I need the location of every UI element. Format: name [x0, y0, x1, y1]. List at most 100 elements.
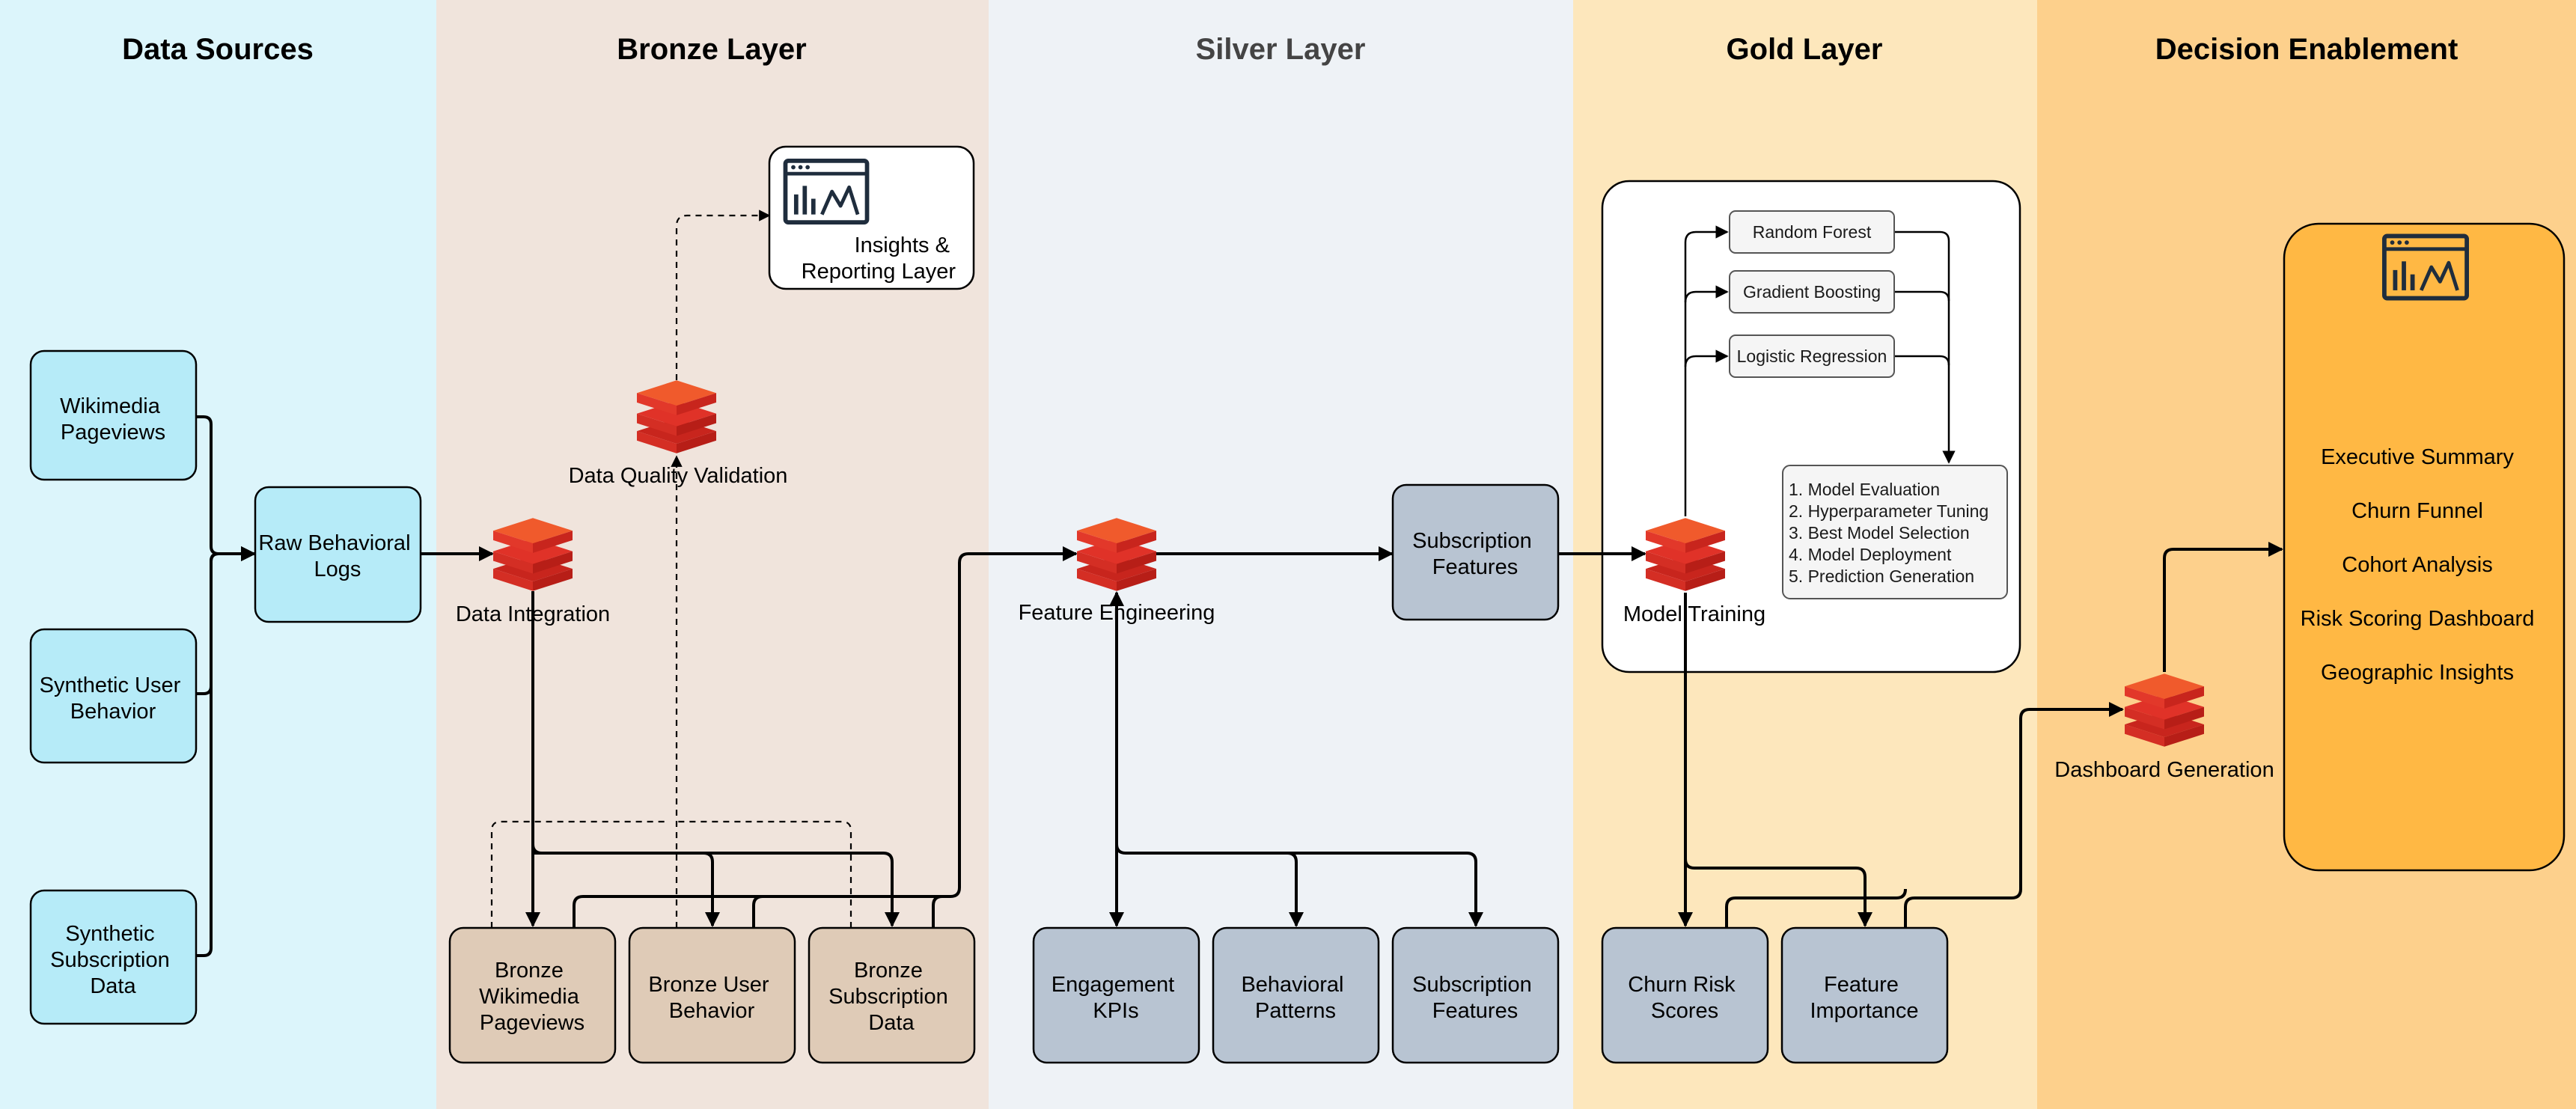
node-label: Subscription [1412, 973, 1532, 997]
svg-text:Subscription Features: Subscription Features [1412, 973, 1538, 1023]
svg-text:Wikimedia Pageviews: Wikimedia Pageviews [60, 394, 166, 444]
node-insights-reporting-layer[interactable]: Insights & Reporting Layer [768, 145, 975, 290]
svg-text:Feature Importance: Feature Importance [1810, 973, 1918, 1023]
step-item: 1. Model Evaluation [1789, 480, 1940, 499]
step-item: 2. Hyperparameter Tuning [1789, 501, 1989, 521]
node-label: Bronze [495, 959, 564, 983]
connector-logistic-regression-to-evaluation [1894, 355, 1950, 366]
dashed-bronze-subscription-to-quality [677, 820, 852, 928]
connector-dashboard-to-decision-panel [2163, 542, 2283, 672]
node-label: Behavioral [1241, 973, 1343, 997]
node-label: Churn Risk [1628, 973, 1736, 997]
decision-item-risk-scoring-dashboard[interactable]: Risk Scoring Dashboard [2301, 607, 2535, 631]
node-label: Engagement [1052, 973, 1174, 997]
node-label: Wikimedia [479, 985, 580, 1009]
lane-title-decision-enablement: Decision Enablement [2155, 33, 2459, 66]
svg-text:Bronze User Behavior: Bronze User Behavior [648, 973, 775, 1023]
node-label: Data [868, 1011, 915, 1035]
node-synthetic-subscription-data[interactable]: Synthetic Subscription Data [29, 889, 198, 1025]
node-label: Feature [1824, 973, 1899, 997]
node-label: Features [1432, 555, 1518, 579]
node-label: Subscription [1412, 529, 1532, 553]
decision-item-geographic-insights[interactable]: Geographic Insights [2321, 661, 2514, 685]
data-quality-validation-label: Data Quality Validation [569, 464, 788, 488]
model-card-gradient-boosting[interactable]: Gradient Boosting [1729, 270, 1895, 314]
data-quality-validation-icon[interactable] [637, 380, 716, 453]
lane-title-data-sources: Data Sources [122, 33, 314, 66]
decision-dashboard-panel[interactable] [2283, 222, 2566, 872]
node-label: Logs [314, 557, 361, 581]
connector-feature-importance-to-dashboard [1904, 702, 2124, 928]
node-label: Synthetic User [40, 673, 181, 697]
step-item: 4. Model Deployment [1789, 545, 1952, 564]
node-label: Pageviews [61, 421, 165, 444]
node-churn-risk-scores[interactable]: Churn Risk Scores [1601, 926, 1769, 1064]
svg-text:Insights & Reporting Lay: Insights & Reporting Layer [802, 233, 956, 284]
feature-engineering-label: Feature Engineering [1019, 601, 1215, 625]
node-engagement-kpis[interactable]: Engagement KPIs [1032, 926, 1200, 1064]
node-subscription-features-bottom[interactable]: Subscription Features [1391, 926, 1560, 1064]
node-label: Bronze [854, 959, 923, 983]
node-label: Data [90, 974, 136, 998]
connector-training-to-random-forest [1684, 225, 1729, 516]
node-feature-importance[interactable]: Feature Importance [1780, 926, 1949, 1064]
connector-training-to-feature-importance [1684, 858, 1873, 927]
node-label: Behavior [669, 999, 755, 1023]
node-behavioral-patterns[interactable]: Behavioral Patterns [1212, 926, 1380, 1064]
node-label: Subscription [828, 985, 948, 1009]
svg-text:Subscription Features: Subscription Features [1412, 529, 1538, 579]
connector-bronze-subscription-to-trunk [932, 895, 950, 928]
svg-text:Bronze Subscription: Bronze Subscription Data [828, 959, 954, 1035]
svg-text:Behavioral Patterns: Behavioral Patterns [1241, 973, 1349, 1023]
model-card-label: Gradient Boosting [1743, 282, 1881, 302]
decision-item-cohort-analysis[interactable]: Cohort Analysis [2342, 553, 2493, 577]
node-label: Insights & [855, 233, 950, 257]
node-label: Reporting Layer [802, 260, 956, 284]
data-integration-icon[interactable] [493, 518, 573, 591]
svg-text:Synthetic User Behavior: Synthetic User Behavior [40, 673, 187, 724]
model-training-label: Model Training [1623, 602, 1765, 626]
node-label: Subscription [50, 948, 170, 972]
node-label: Behavior [70, 700, 156, 724]
connector-bronze-user-to-trunk [752, 895, 763, 928]
node-raw-behavioral-logs[interactable]: Raw Behavioral Logs [254, 486, 422, 623]
node-label: Patterns [1255, 999, 1336, 1023]
node-label: Synthetic [65, 922, 154, 946]
node-bronze-wikimedia-pageviews[interactable]: Bronze Wikimedia Pageviews [448, 926, 617, 1064]
dashboard-generation-icon[interactable] [2125, 673, 2204, 747]
node-label: Scores [1651, 999, 1718, 1023]
model-card-logistic-regression[interactable]: Logistic Regression [1729, 334, 1895, 378]
node-label: Importance [1810, 999, 1918, 1023]
node-label: Raw Behavioral [258, 531, 410, 555]
connector-gradient-boosting-to-evaluation [1894, 290, 1950, 302]
step-item: 5. Prediction Generation [1789, 566, 1974, 586]
dashboard-generation-label: Dashboard Generation [2054, 758, 2274, 782]
node-bronze-subscription-data[interactable]: Bronze Subscription Data [808, 926, 976, 1064]
decision-item-executive-summary[interactable]: Executive Summary [2321, 445, 2514, 469]
connector-integration-to-bronze-subscription [533, 852, 900, 927]
lane-title-gold-layer: Gold Layer [1727, 33, 1883, 66]
node-synthetic-user-behavior[interactable]: Synthetic User Behavior [29, 628, 198, 764]
model-training-icon[interactable] [1646, 518, 1725, 591]
model-card-label: Random Forest [1753, 222, 1872, 242]
connector-churn-risk-to-dashboard [1725, 888, 1907, 928]
connector-random-forest-to-evaluation [1894, 230, 1956, 464]
model-evaluation-steps[interactable]: 1. Model Evaluation 2. Hyperparameter Tu… [1782, 465, 2008, 599]
node-wikimedia-pageviews[interactable]: Wikimedia Pageviews [29, 349, 198, 481]
node-label: Features [1432, 999, 1518, 1023]
decision-item-churn-funnel[interactable]: Churn Funnel [2351, 499, 2483, 523]
dashed-quality-to-insights [675, 210, 771, 380]
node-bronze-user-behavior[interactable]: Bronze User Behavior [628, 926, 796, 1064]
feature-engineering-icon[interactable] [1077, 518, 1156, 591]
connector-bronze-to-feature-engineering [573, 546, 1078, 928]
svg-text:Bronze Wikimedia P: Bronze Wikimedia Pageviews [479, 959, 585, 1035]
model-card-random-forest[interactable]: Random Forest [1729, 210, 1895, 254]
data-integration-label: Data Integration [456, 602, 610, 626]
svg-text:Churn Risk Scores: Churn Risk Scores [1628, 973, 1742, 1023]
dashed-bronze-wikimedia-to-quality [490, 820, 666, 928]
model-card-label: Logistic Regression [1737, 346, 1887, 366]
node-label: KPIs [1093, 999, 1138, 1023]
step-item: 3. Best Model Selection [1789, 523, 1970, 543]
node-label: Pageviews [480, 1011, 585, 1035]
node-subscription-features-top[interactable]: Subscription Features [1391, 483, 1560, 621]
